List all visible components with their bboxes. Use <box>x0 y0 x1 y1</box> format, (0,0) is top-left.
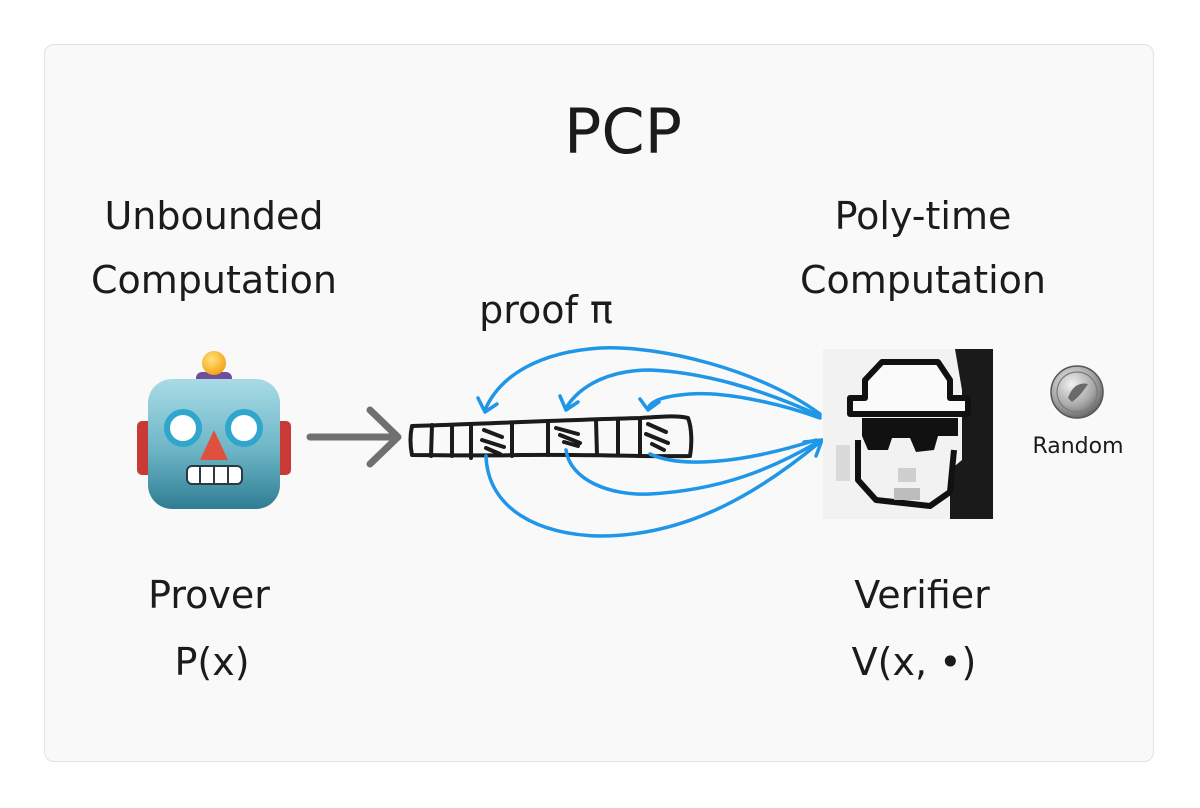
coin-icon <box>1050 365 1104 419</box>
query-arrows <box>476 346 824 538</box>
diagram-title: PCP <box>563 95 683 168</box>
proof-label: proof π <box>479 288 613 332</box>
prover-notation: P(x) <box>174 640 250 684</box>
spy-icon <box>823 349 993 519</box>
verifier-caption-line1: Poly-time <box>834 194 1012 238</box>
prover-name: Prover <box>148 573 270 617</box>
prover-caption-line2: Computation <box>91 258 337 302</box>
robot-icon <box>137 351 291 509</box>
verifier-notation: V(x, •) <box>851 640 977 684</box>
prover-caption-line1: Unbounded <box>104 194 324 238</box>
random-label: Random <box>1032 434 1124 459</box>
proof-tape <box>408 414 694 460</box>
arrow-right-icon <box>306 406 402 468</box>
verifier-name: Verifier <box>854 573 990 617</box>
verifier-caption-line2: Computation <box>800 258 1046 302</box>
